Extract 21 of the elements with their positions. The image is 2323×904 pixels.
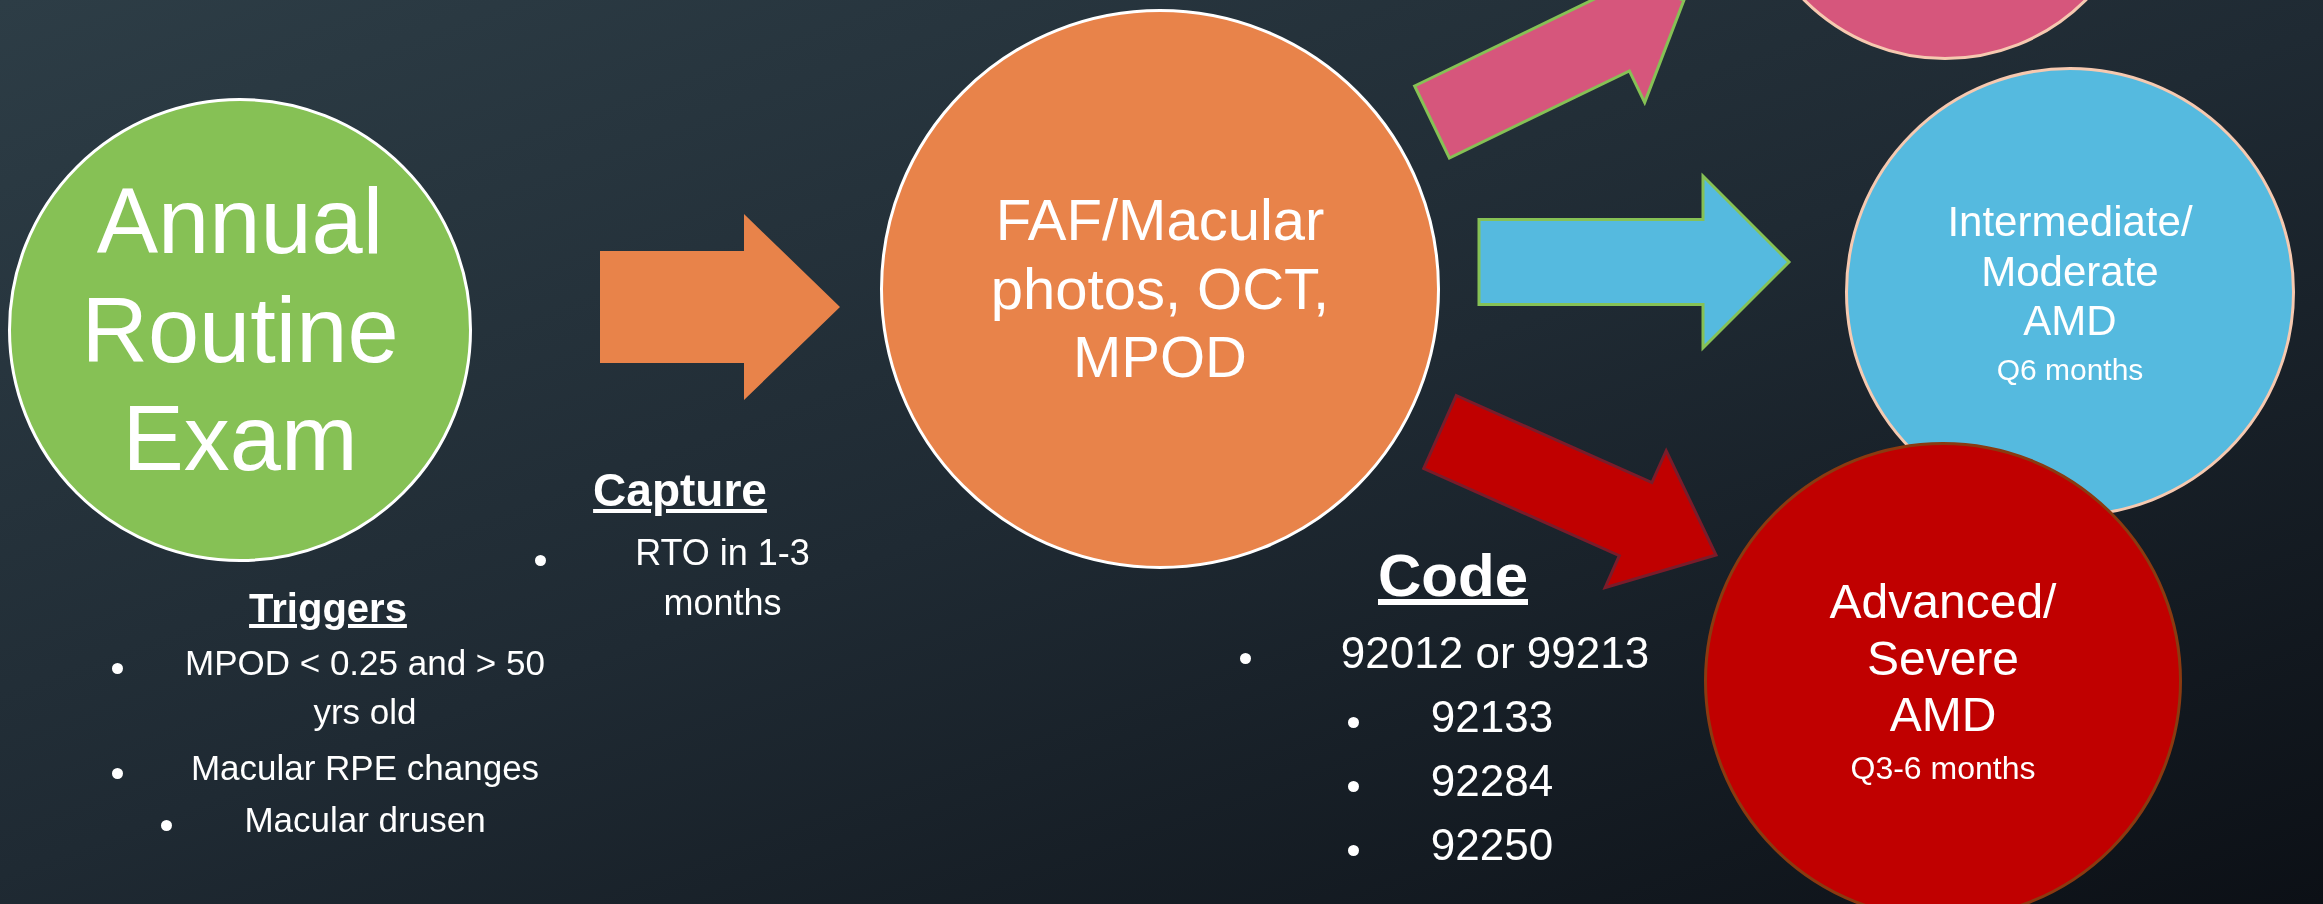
- node-title: FAF/Macular photos, OCT, MPOD: [989, 186, 1331, 392]
- bullet-text: Macular RPE changes: [189, 747, 541, 789]
- bullet-text: Macular drusen: [243, 799, 487, 841]
- node-title: Annual Routine Exam: [81, 169, 399, 492]
- node-title: Advanced/ Severe AMD: [1829, 574, 2057, 744]
- bullet-text: 92012 or 99213: [1339, 627, 1651, 679]
- bullet-text: RTO in 1-3 months: [634, 531, 811, 626]
- bullet-text: 92133: [1429, 691, 1555, 743]
- section-heading: Triggers: [248, 585, 408, 632]
- section-heading: Code: [1377, 541, 1529, 611]
- bullet-text: MPOD < 0.25 and > 50 yrs old: [184, 642, 546, 733]
- bullet-text: 92284: [1429, 755, 1555, 807]
- section-heading: Capture: [592, 463, 768, 518]
- interval-text: Q6 months: [1996, 351, 2144, 387]
- block-arrow: [1412, 0, 1686, 160]
- block-arrow: [1421, 393, 1719, 591]
- block-arrow: [600, 214, 840, 400]
- node-title: Intermediate/ Moderate AMD: [1947, 197, 2193, 346]
- bullet-text: 92250: [1429, 819, 1555, 871]
- block-arrow: [1477, 172, 1792, 352]
- interval-text: Q3-6 months: [1850, 750, 2036, 788]
